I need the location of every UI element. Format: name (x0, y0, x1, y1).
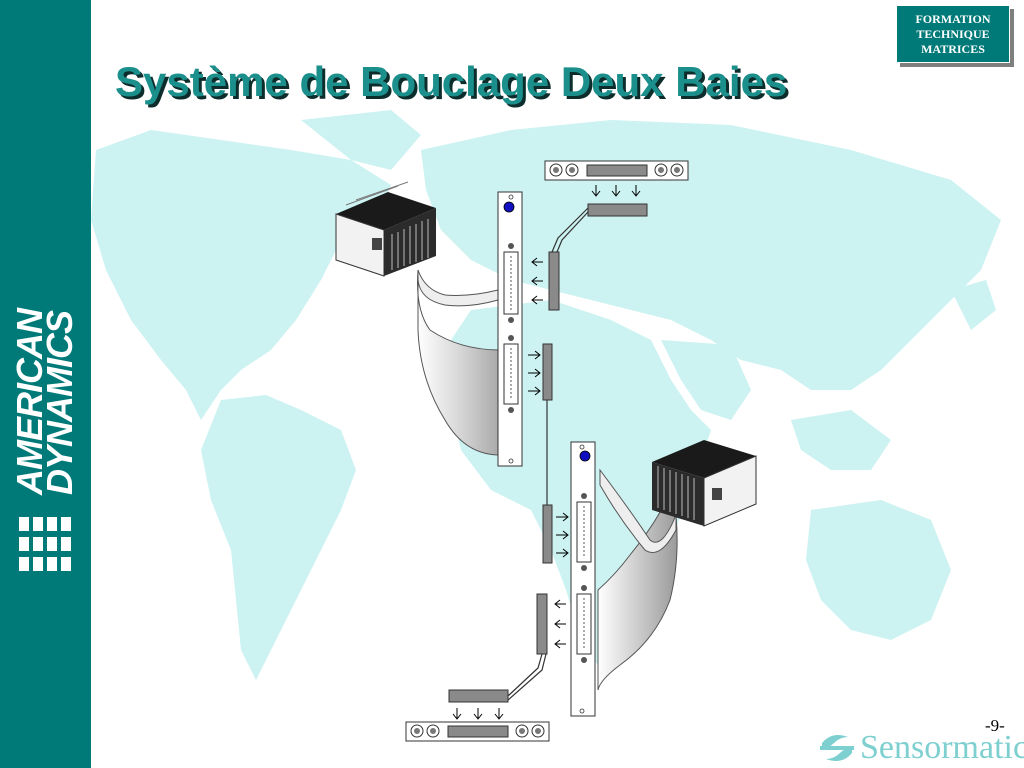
formation-badge: FORMATION TECHNIQUE MATRICES (896, 5, 1014, 65)
top-card (497, 191, 523, 467)
inter-bay-loop-cable (542, 343, 553, 564)
blue-led-icon (579, 450, 591, 462)
blue-led-icon (503, 201, 515, 213)
brand-name: AMERICAN DYNAMICS (9, 309, 80, 495)
lower-ribbon-cable-top (599, 468, 677, 553)
badge-line-1: FORMATION (915, 11, 991, 26)
loopback-diagram (335, 160, 757, 742)
sensormatic-swirl-icon (820, 735, 854, 761)
bottom-loop-block (405, 721, 550, 742)
page-number: -9- (985, 716, 1005, 735)
top-loop-block (544, 160, 689, 181)
badge-line-3: MATRICES (921, 41, 985, 56)
arrow-icon (452, 185, 641, 720)
top-chassis (335, 181, 436, 277)
top-bent-connector (548, 203, 648, 311)
upper-ribbon-cable-top (417, 269, 499, 307)
bottom-chassis (652, 440, 757, 527)
sensormatic-logo: Sensormatic (818, 728, 1024, 768)
slide-title: Système de Bouclage Deux Baies (115, 58, 788, 105)
ad-logo-icon (19, 505, 71, 575)
brand-line-2: DYNAMICS (39, 310, 80, 495)
sensormatic-wordmark: Sensormatic (860, 729, 1024, 766)
bottom-bent-connector (448, 593, 548, 703)
american-dynamics-logo: AMERICAN DYNAMICS (5, 245, 85, 575)
lower-ribbon-cable (597, 511, 678, 691)
badge-line-2: TECHNIQUE (916, 26, 990, 41)
sidebar: AMERICAN DYNAMICS (0, 0, 91, 768)
world-map-background (91, 110, 1001, 680)
bottom-card (570, 441, 596, 717)
